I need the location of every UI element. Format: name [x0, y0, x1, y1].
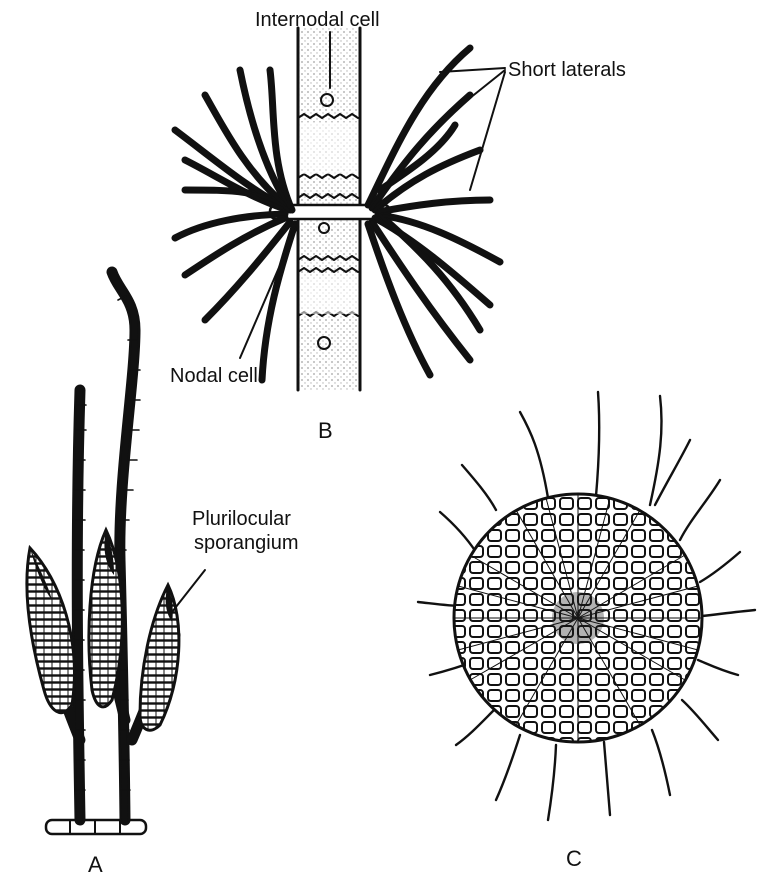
label-panel-a: A [88, 852, 103, 877]
label-short-laterals: Short laterals [508, 59, 626, 81]
label-sporangium: sporangium [194, 532, 299, 554]
panel-a-base-filament [46, 820, 146, 834]
label-plurilocular: Plurilocular [192, 508, 291, 530]
label-internodal-cell: Internodal cell [255, 9, 380, 31]
panel-a-leader-line [172, 570, 205, 612]
label-panel-c: C [566, 846, 582, 871]
panel-b-laterals-left [175, 70, 295, 380]
plurilocular-sporangium-right [140, 585, 179, 730]
panel-c-disc [454, 494, 702, 742]
plurilocular-sporangium-left [27, 548, 75, 713]
label-nodal-cell: Nodal cell [170, 365, 258, 387]
label-panel-b: B [318, 418, 333, 443]
